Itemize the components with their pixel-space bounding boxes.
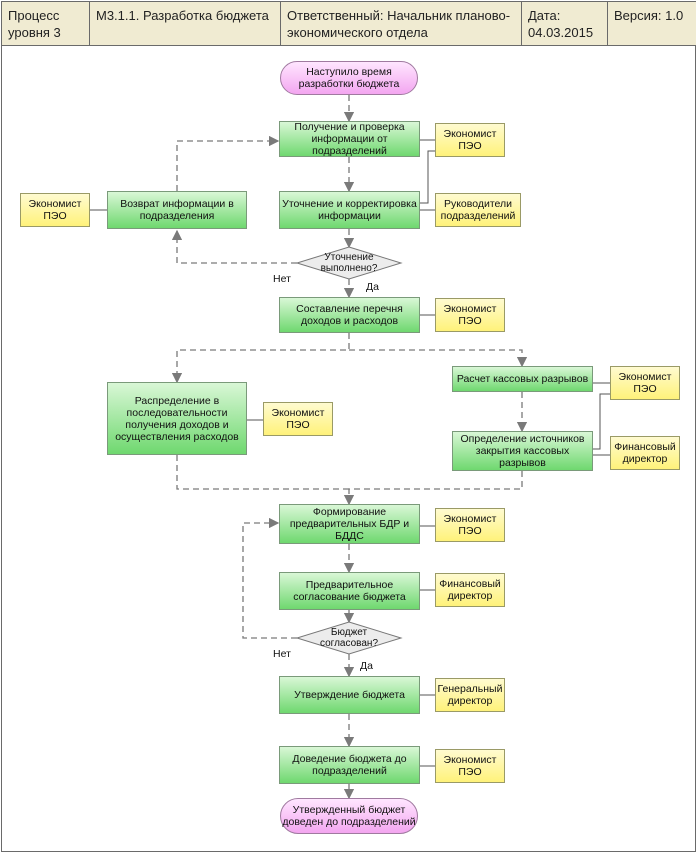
process-receive: Получение и проверка информации от подра… xyxy=(279,121,420,157)
process-clarify: Уточнение и корректировка информации xyxy=(279,191,420,229)
process-prelim: Предварительное согласование бюджета xyxy=(279,572,420,610)
label-no-2: Нет xyxy=(273,648,291,660)
end-event: Утвержденный бюджет доведен до подраздел… xyxy=(280,798,418,834)
decision-1-text: Уточнение выполнено? xyxy=(320,252,378,274)
decision-2-text: Бюджет согласован? xyxy=(319,627,379,649)
header-date: Дата: 04.03.2015 xyxy=(522,2,608,46)
role-form: Экономист ПЭО xyxy=(435,508,505,542)
role-compose: Экономист ПЭО xyxy=(435,298,505,332)
label-yes-1: Да xyxy=(366,281,379,293)
role-receive: Экономист ПЭО xyxy=(435,123,505,157)
role-sources: Финансовый директор xyxy=(610,436,680,470)
role-clarify: Руководители подразделений xyxy=(435,193,521,227)
role-communicate: Экономист ПЭО xyxy=(435,749,505,783)
process-communicate: Доведение бюджета до подразделений xyxy=(279,746,420,784)
process-distribute: Распределение в последовательности получ… xyxy=(107,382,247,455)
role-prelim: Финансовый директор xyxy=(435,573,505,607)
role-return: Экономист ПЭО xyxy=(20,193,90,227)
role-cash: Экономист ПЭО xyxy=(610,366,680,400)
process-cash-gaps: Расчет кассовых разрывов xyxy=(452,366,593,392)
start-event: Наступило время разработки бюджета xyxy=(280,61,418,95)
process-form: Формирование предварительных БДР и БДДС xyxy=(279,504,420,544)
decision-shape-1 xyxy=(295,246,403,280)
role-approve: Генеральный директор xyxy=(435,678,505,712)
role-distribute: Экономист ПЭО xyxy=(263,402,333,436)
process-return-info: Возврат информации в подразделения xyxy=(107,191,247,229)
process-approve: Утверждение бюджета xyxy=(279,676,420,714)
header-version: Версия: 1.0 xyxy=(608,2,696,46)
process-sources: Определение источников закрытия кассовых… xyxy=(452,431,593,471)
process-compose: Составление перечня доходов и расходов xyxy=(279,297,420,333)
header-level: Процесс уровня 3 xyxy=(2,2,90,46)
header-process: М3.1.1. Разработка бюджета xyxy=(90,2,281,46)
header-responsible: Ответственный: Начальник планово-экономи… xyxy=(281,2,522,46)
label-yes-2: Да xyxy=(360,660,373,672)
decision-shape-2 xyxy=(295,621,403,655)
label-no-1: Нет xyxy=(273,273,291,285)
